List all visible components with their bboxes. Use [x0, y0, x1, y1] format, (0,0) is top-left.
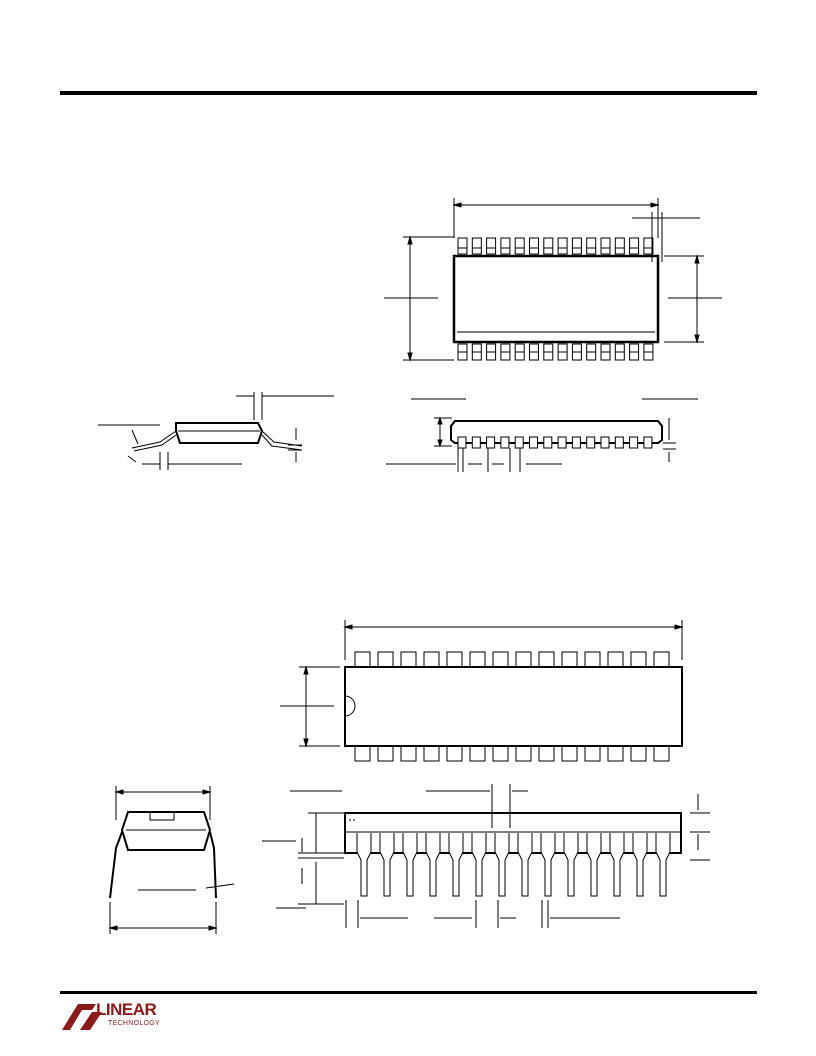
ssop-end-view [98, 392, 334, 470]
dip-side-pin [425, 833, 441, 897]
dip-side-pin [448, 833, 464, 897]
logo-subtitle: TECHNOLOGY [108, 1020, 161, 1027]
dip-pin [653, 745, 670, 762]
dip-pin [446, 745, 463, 762]
ssop-pin [500, 237, 511, 255]
ssop-pin [543, 237, 554, 255]
dip-side-pin [517, 833, 533, 897]
dip-bottom-pins [354, 745, 670, 762]
dip-side-pin [563, 833, 579, 897]
dip-pin [354, 651, 371, 668]
footer-rule [60, 991, 757, 994]
ssop-side-pin [643, 436, 653, 449]
ssop-pin [557, 237, 568, 255]
dip-end-view [108, 786, 235, 934]
ssop-side-view [386, 398, 698, 472]
ssop-side-pins [457, 436, 653, 449]
dip-side-pin [379, 833, 395, 897]
dip-pin [469, 745, 486, 762]
ssop-side-pin [629, 436, 639, 449]
ssop-side-pin [557, 436, 567, 449]
dip-top-view [280, 620, 684, 762]
dip-pin [538, 651, 555, 668]
ssop-top-view [384, 198, 722, 362]
dip-pin [423, 651, 440, 668]
ssop-pin [457, 237, 468, 255]
dip-side-pin [586, 833, 602, 897]
ssop-top-pins [457, 237, 654, 255]
dip-pin [630, 651, 647, 668]
dip-pin [538, 745, 555, 762]
logo-wordmark: LINEAR [96, 1000, 157, 1019]
dip-pin [584, 745, 601, 762]
ssop-pin [471, 237, 482, 255]
dip-side-pin [609, 833, 625, 897]
ssop-side-pin [614, 436, 624, 449]
ssop-side-pin [500, 436, 510, 449]
dip-pin [653, 651, 670, 668]
ssop-pin [486, 237, 497, 255]
ssop-pin [514, 237, 525, 255]
dip-pin [561, 651, 578, 668]
dip-pin [469, 651, 486, 668]
dip-pin [607, 745, 624, 762]
dip-body [344, 666, 683, 747]
dip-side-view [262, 784, 710, 928]
dip-pin [377, 745, 394, 762]
dip-pin [630, 745, 647, 762]
ssop-pin [629, 237, 640, 255]
dip-pin [584, 651, 601, 668]
ssop-side-pin [486, 436, 496, 449]
ssop-side-pin [457, 436, 467, 449]
dip-pin [515, 651, 532, 668]
ssop-side-pin [543, 436, 553, 449]
dip-side-pin [356, 833, 372, 897]
dip-side-pin [655, 833, 671, 897]
dip-pin [354, 745, 371, 762]
dip-pin [377, 651, 394, 668]
dip-pin [446, 651, 463, 668]
dip-pin [423, 745, 440, 762]
dip-side-pin [402, 833, 418, 897]
dip-side-pins [356, 833, 671, 897]
ssop-pin [571, 237, 582, 255]
ssop-pin [643, 237, 654, 255]
dip-top-pins [354, 651, 670, 668]
dip-pin [492, 745, 509, 762]
ssop-pin [614, 237, 625, 255]
ssop-side-pin [600, 436, 610, 449]
ssop-side-pin [514, 436, 524, 449]
dip-side-pin [540, 833, 556, 897]
header-rule [60, 91, 757, 95]
dip-pin [400, 745, 417, 762]
dip-side-pin [471, 833, 487, 897]
ssop-side-pin [586, 436, 596, 449]
dip-pin [492, 651, 509, 668]
ssop-bottom-pins [457, 343, 654, 361]
ssop-side-pin [529, 436, 538, 449]
dip-pin [515, 745, 532, 762]
dip-side-pin [494, 833, 510, 897]
dip-pin [561, 745, 578, 762]
ssop-body [452, 254, 660, 344]
dip-side-pin [632, 833, 648, 897]
dip-pin [400, 651, 417, 668]
ssop-pin [586, 237, 597, 255]
ssop-side-pin [571, 436, 581, 449]
ssop-pin [529, 237, 539, 255]
ssop-pin [600, 237, 611, 255]
linear-logo-mark [62, 1004, 102, 1030]
dip-pin [607, 651, 624, 668]
ssop-side-pin [471, 436, 481, 449]
